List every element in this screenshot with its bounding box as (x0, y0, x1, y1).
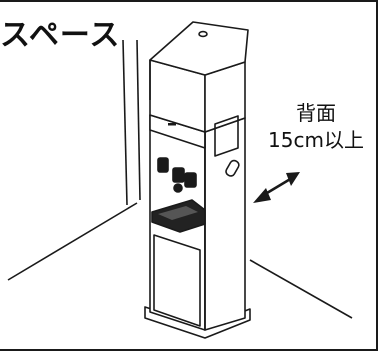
side-handle (225, 159, 240, 177)
room-corner (7, 39, 353, 319)
double-headed-arrow-icon (253, 172, 300, 203)
cold-tap-icon (157, 157, 169, 173)
body-side (204, 117, 246, 331)
side-panel (214, 115, 239, 157)
page-title: スペース (0, 18, 121, 53)
tap-lever-icon (184, 172, 197, 188)
hot-tap-icon (172, 167, 185, 183)
brand-mark (168, 123, 176, 126)
base-plate (144, 306, 251, 339)
lower-cabinet-door (153, 234, 201, 327)
clearance-note: 背面 15cm以上 (258, 100, 374, 154)
lid-top (149, 21, 249, 76)
wall-edge-front (136, 39, 141, 201)
clearance-note-line2: 15cm以上 (268, 128, 364, 152)
tap-nozzle-icon (173, 183, 183, 193)
wall-edge-back (122, 39, 128, 206)
floor-line-left (7, 202, 138, 281)
lid-indicator-icon (198, 30, 208, 38)
clearance-note-line1: 背面 (296, 101, 336, 125)
tray-grill (158, 206, 198, 220)
floor-line-right (249, 259, 353, 319)
water-server (144, 21, 251, 339)
